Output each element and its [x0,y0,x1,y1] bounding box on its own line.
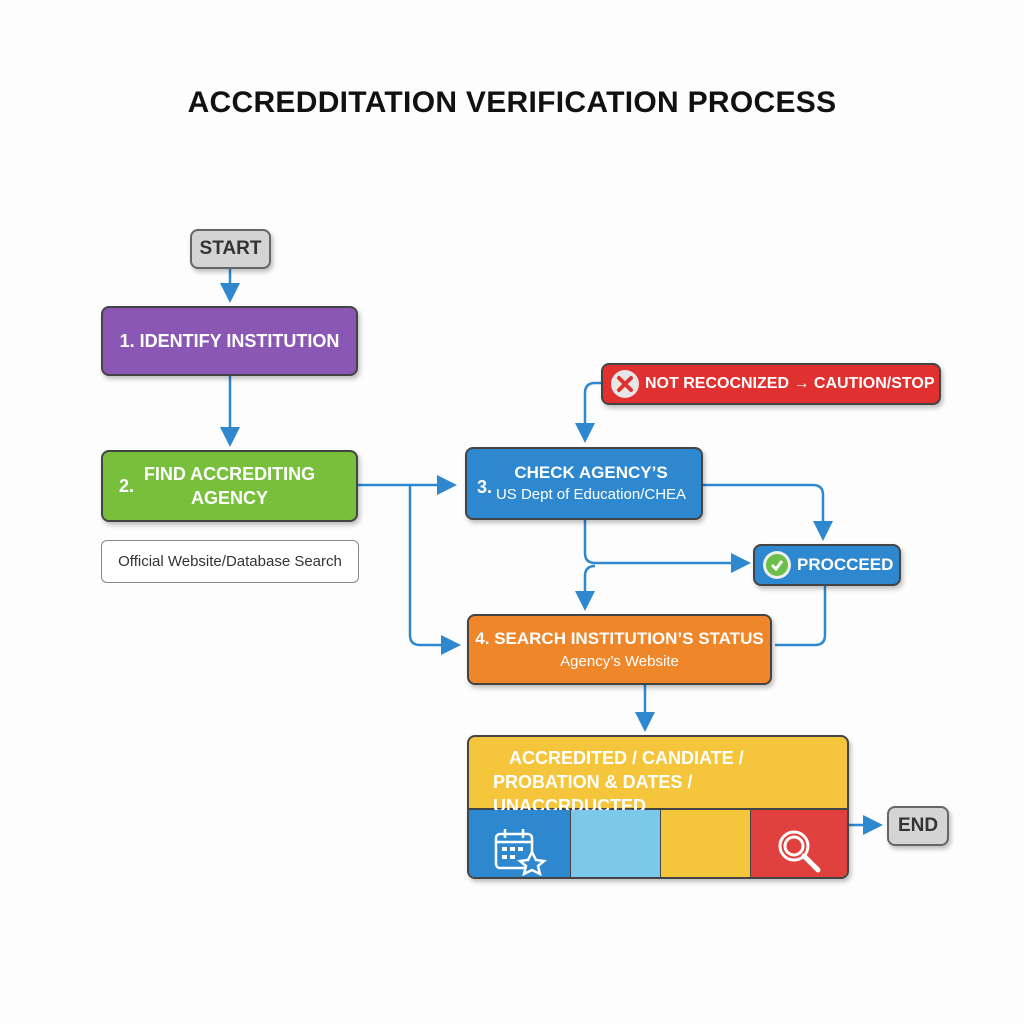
magnifier-icon [778,830,821,873]
step-4-search-status: 4. SEARCH INSTITUTION’S STATUS Agency’s … [467,614,772,685]
step-2-label-line2: AGENCY [190,488,268,508]
arrow-3-to-4 [575,564,596,611]
step-1-identify-institution: 1. IDENTIFY INSTITUTION [101,306,358,376]
result-panel: ACCREDITED / CANDIATE / PROBATION & DATE… [467,735,849,879]
arrow-3-to-proceed-right [703,483,833,541]
proceed-node: PROCCEED [753,544,901,586]
not-recognized-label: NOT RECOCNIZED → CAUTION/STOP [645,375,935,392]
step-4-sub: Agency’s Website [560,653,679,670]
step-2-find-agency: 2. FIND ACCREDITING AGENCY [101,450,358,522]
start-node: START [190,229,271,269]
light-blue-cell [571,810,661,877]
page-title: ACCREDDITATION VERIFICATION PROCESS [187,86,837,119]
step-2-label-line1: FIND ACCREDITING [143,464,316,484]
result-line1: ACCREDITED / CANDIATE / [509,748,744,768]
end-node: END [887,806,949,846]
step-4-label: 4. SEARCH INSTITUTION’S STATUS [475,629,764,648]
arrow-3-to-proceed [583,520,751,573]
x-icon [611,370,639,398]
not-recognized-node: NOT RECOCNIZED → CAUTION/STOP [601,363,941,405]
step-3-sub: US Dept of Education/CHEA [495,485,687,503]
check-icon [763,551,791,579]
step-2-note: Official Website/Database Search [101,540,359,583]
yellow-cell [661,810,751,877]
arrow-2-to-4 [408,485,461,655]
calendar-star-cell [469,810,571,877]
step-3-number: 3. [477,477,493,497]
arrow-proceed-to-4 [775,586,827,647]
search-cell [751,810,847,877]
step-3-check-agency: 3. CHECK AGENCY’S US Dept of Education/C… [465,447,703,520]
step-3-label: CHECK AGENCY’S [514,462,668,482]
proceed-label: PROCCEED [797,555,894,574]
calendar-star-icon [494,829,547,876]
step-2-number: 2. [119,475,135,496]
arrow-red-to-3 [575,381,601,443]
